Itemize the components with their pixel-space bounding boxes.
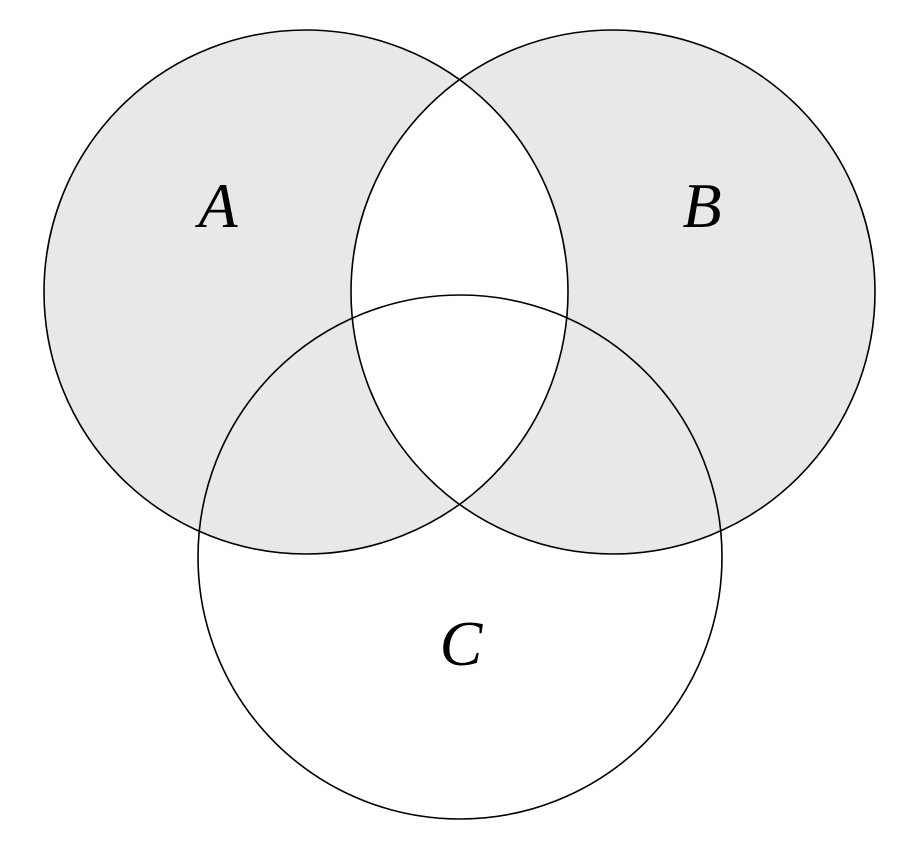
set-label-b: B [682,170,721,241]
circle-c-outline [197,294,723,820]
circle-a-outline [43,29,569,555]
set-label-a: A [194,170,238,241]
shaded-region-a-xor-b [44,30,875,554]
circle-b-outline [350,29,876,555]
set-label-c: C [440,608,484,679]
